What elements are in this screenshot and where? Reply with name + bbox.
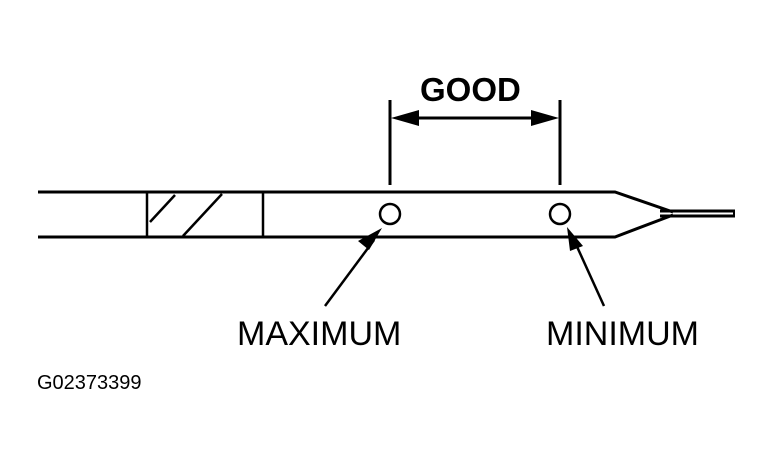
dipstick <box>38 190 735 239</box>
maximum-mark-hole <box>378 202 402 226</box>
minimum-pointer-arrow <box>567 227 606 307</box>
minimum-mark-hole <box>548 202 572 226</box>
good-range-arrow <box>391 110 559 126</box>
maximum-pointer-arrow <box>323 228 382 307</box>
minimum-label: MINIMUM <box>546 315 699 353</box>
figure-id-label: G02373399 <box>37 372 142 394</box>
good-label: GOOD <box>420 71 521 108</box>
crosshatch-section <box>145 192 265 237</box>
maximum-label: MAXIMUM <box>237 315 401 353</box>
